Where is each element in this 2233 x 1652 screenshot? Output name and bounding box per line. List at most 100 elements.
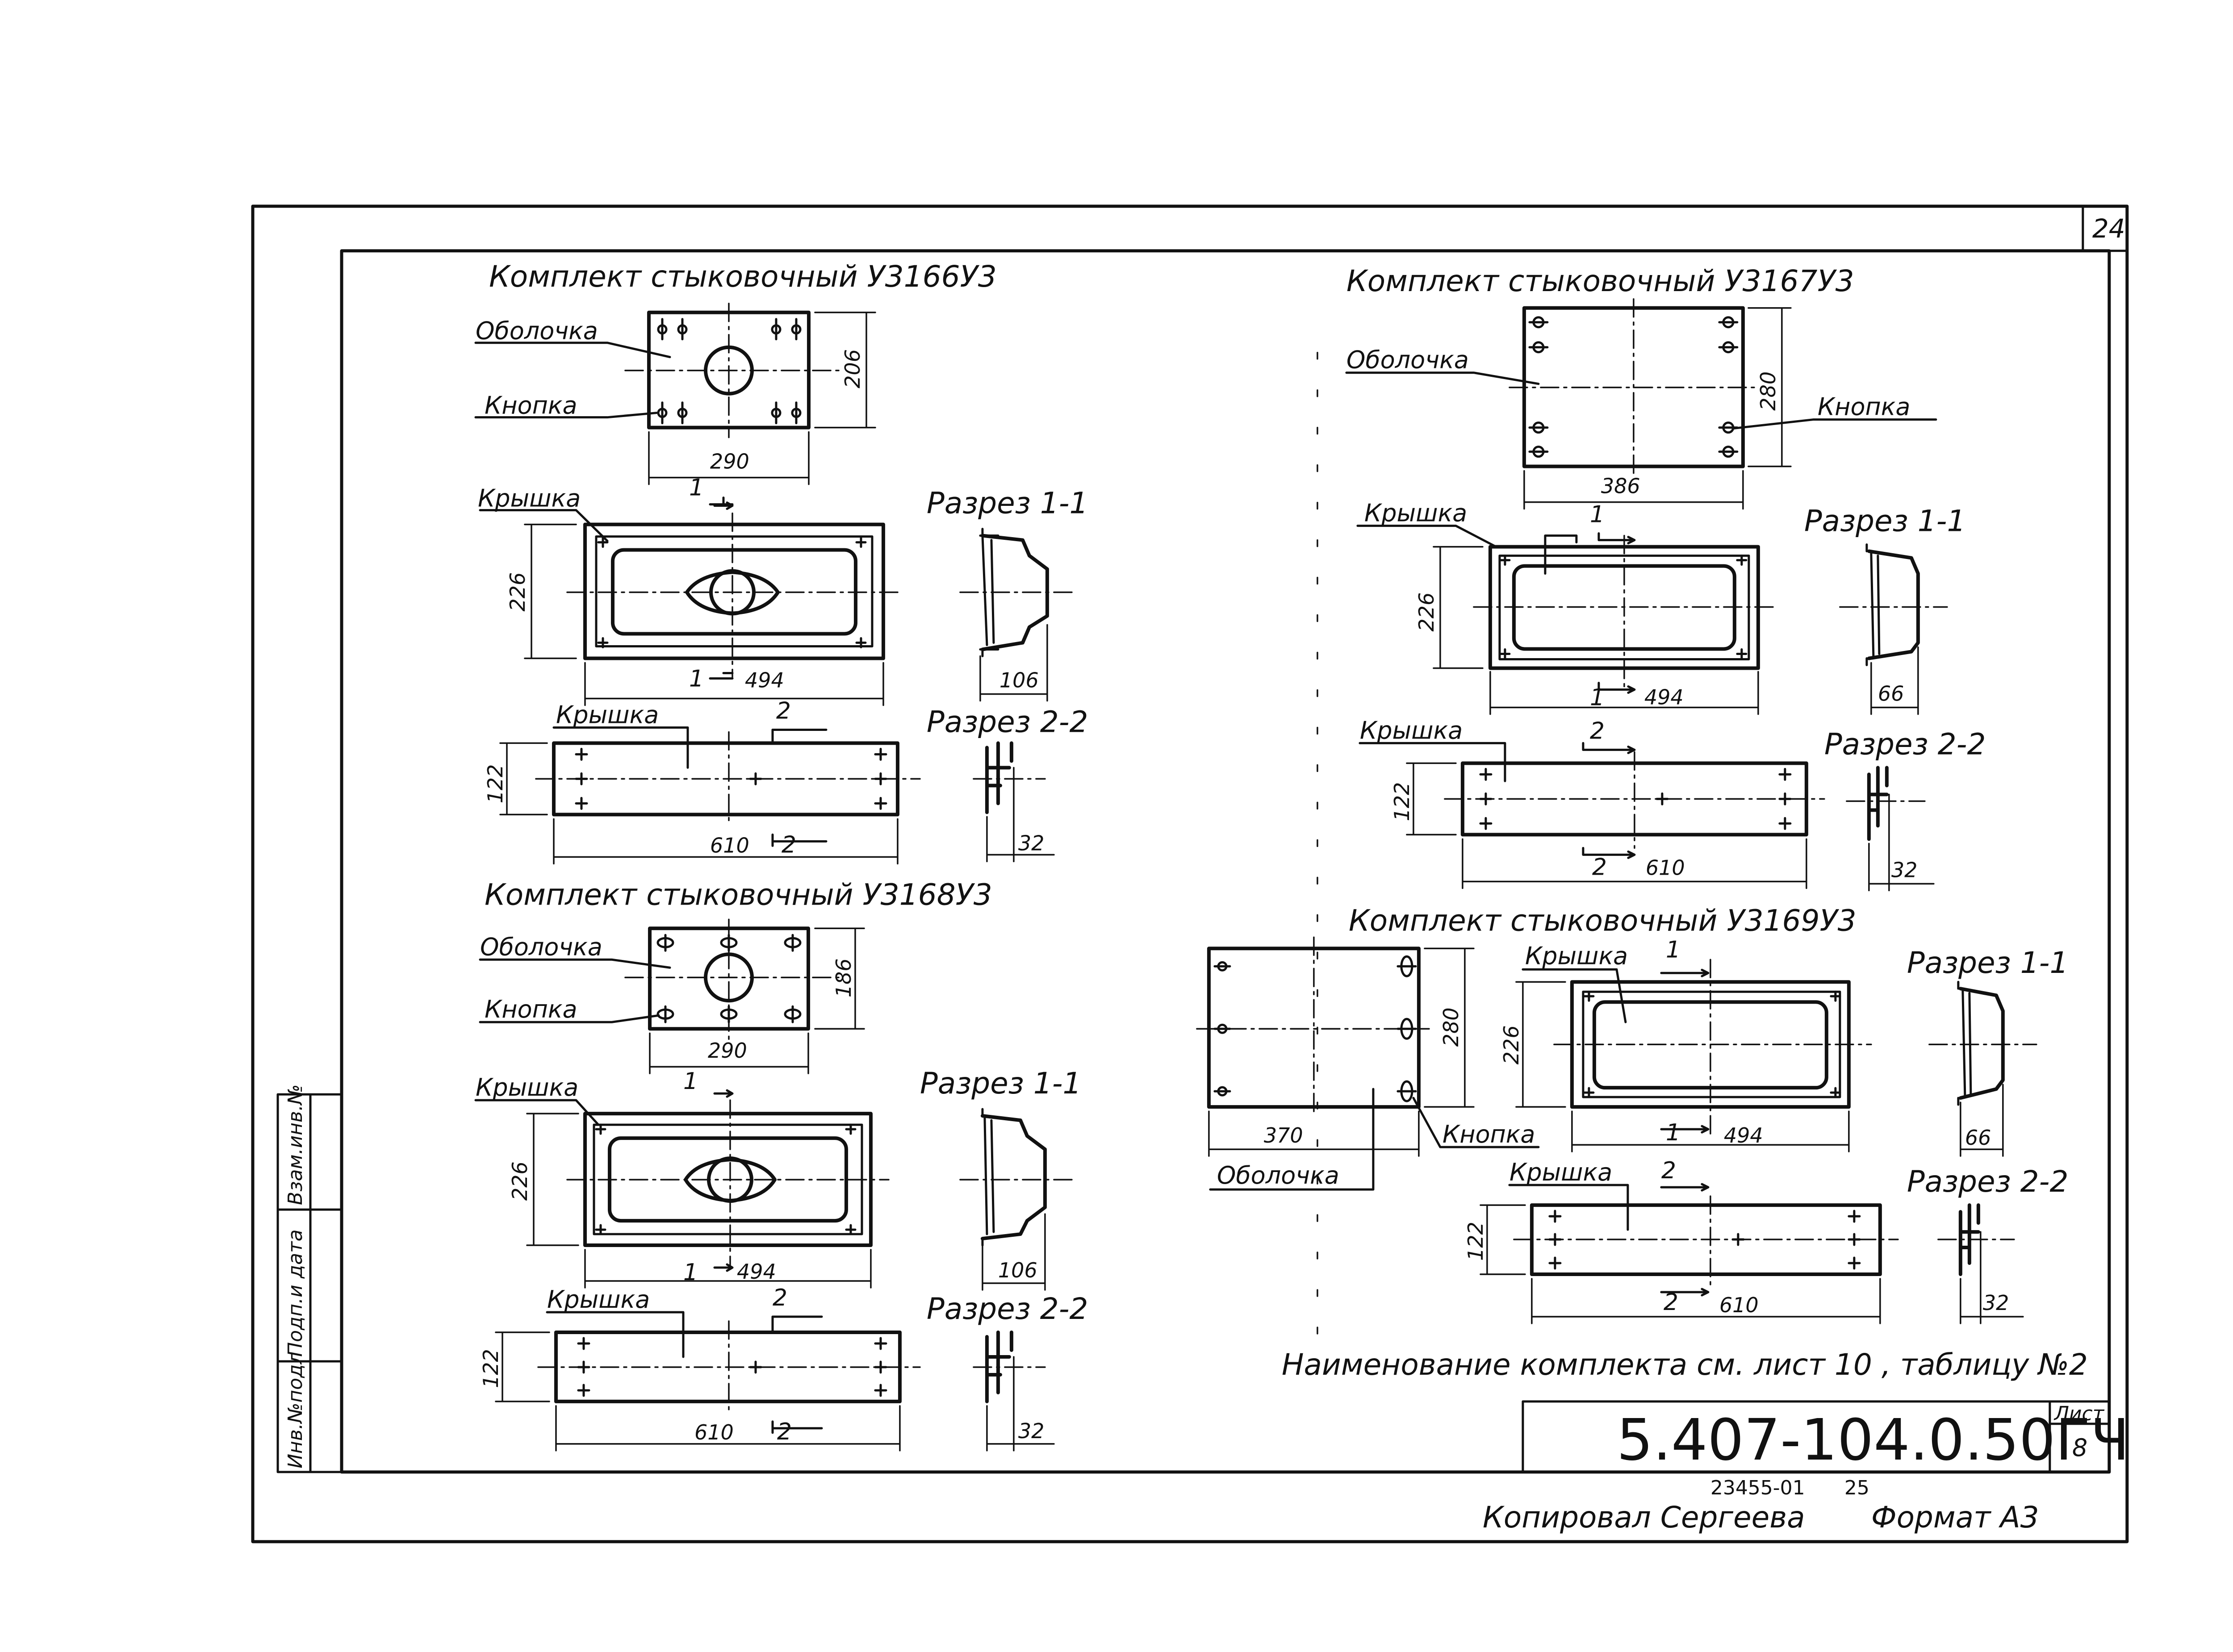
section-2-title: Разрез 2-2	[1907, 1164, 2069, 1199]
cut-2-top: 2	[1661, 1157, 1676, 1184]
section-2-depth: 32	[1018, 1419, 1045, 1443]
strip-u3167: Крышка 2 2 610 122	[1359, 716, 1825, 889]
section-2-2-u3167: Разрез 2-2 32	[1824, 727, 1986, 892]
shell-plate-u3168: Оболочка Кнопка 290 186	[479, 918, 865, 1074]
strip-u3166: Крышка 2 2 610 122	[483, 697, 921, 865]
sheet-number-box	[2082, 205, 2128, 252]
kit-title-u3169: Комплект стыковочный У3169У3	[1349, 903, 1857, 938]
plate-width: 290	[708, 1039, 747, 1063]
section-1-depth: 66	[1965, 1126, 1991, 1150]
cut-1-top: 1	[1666, 936, 1681, 963]
cover-label: Крышка	[476, 1073, 578, 1101]
cover-height: 226	[1499, 1025, 1523, 1064]
section-2-title: Разрез 2-2	[1824, 727, 1986, 761]
kit-title-u3167: Комплект стыковочный У3167У3	[1346, 264, 1854, 298]
cut-1-top: 1	[683, 1068, 698, 1095]
cover-width: 494	[745, 668, 784, 692]
section-1-1-u3167: Разрез 1-1 66	[1804, 504, 1966, 715]
archive-sheet: 25	[1844, 1477, 1869, 1499]
shell-label: Оболочка	[480, 933, 602, 961]
plate-height: 280	[1439, 1007, 1463, 1047]
section-1-1-u3168: Разрез 1-1 106	[920, 1066, 1082, 1291]
cover-u3167: Крышка 1 1 494 226	[1356, 499, 1778, 715]
shell-plate-u3166: Оболочка Кнопка 290 206	[474, 303, 876, 485]
cover-height: 226	[508, 1161, 532, 1201]
section-1-title: Разрез 1-1	[1804, 504, 1966, 538]
strip-width: 610	[710, 833, 749, 857]
strip-cover-label: Крышка	[1510, 1158, 1612, 1186]
button-label: Кнопка	[485, 392, 577, 420]
cover-u3169: Крышка 1 1 494 226	[1499, 936, 1872, 1152]
section-1-depth: 106	[998, 1258, 1037, 1282]
section-2-2-u3168: Разрез 2-2 32	[927, 1292, 1088, 1452]
section-1-1-u3169: Разрез 1-1 66	[1907, 946, 2069, 1157]
section-1-title: Разрез 1-1	[927, 486, 1088, 521]
cover-label: Крышка	[478, 484, 581, 513]
plate-height: 206	[841, 349, 865, 388]
kit-title-u3166: Комплект стыковочный У3166У3	[489, 259, 997, 294]
section-1-title: Разрез 1-1	[920, 1066, 1082, 1101]
cover-u3168: Крышка 1 1 494 226	[474, 1068, 890, 1289]
document-code: 5.407-104.0.50ГЧ	[1617, 1407, 2129, 1473]
strip-height: 122	[1464, 1222, 1488, 1261]
strip-height: 122	[1390, 782, 1414, 822]
cut-1-top: 1	[1590, 501, 1605, 528]
cover-height: 226	[506, 572, 530, 612]
kit-u3166: Комплект стыковочный У3166У3 Оболочка Кн…	[474, 259, 1088, 865]
strip-height: 122	[479, 1349, 503, 1388]
list-number: 8	[2072, 1434, 2087, 1462]
strip-u3168: Крышка 2 2 610 122	[479, 1285, 921, 1452]
section-2-2-u3166: Разрез 2-2 32	[927, 705, 1088, 863]
stamp-sign-date: Подп.и дата	[284, 1229, 307, 1357]
cut-1-top: 1	[689, 475, 704, 501]
cut-1-bottom: 1	[689, 665, 704, 692]
strip-width: 610	[1646, 855, 1685, 880]
strip-cover-label: Крышка	[556, 701, 659, 729]
cut-2-bottom: 2	[1592, 854, 1607, 880]
section-2-depth: 32	[1018, 831, 1045, 855]
cut-1-bottom: 1	[1590, 684, 1605, 711]
section-2-title: Разрез 2-2	[927, 1292, 1088, 1326]
plate-width: 290	[710, 450, 749, 474]
cut-2-top: 2	[776, 697, 791, 724]
cut-2-top: 2	[1590, 718, 1605, 744]
title-block: 5.407-104.0.50ГЧ Лист 8	[1522, 1400, 2129, 1473]
cover-width: 494	[1644, 685, 1684, 709]
section-2-2-u3169: Разрез 2-2 32	[1907, 1164, 2069, 1324]
cut-1-bottom: 1	[683, 1259, 698, 1286]
plate-height: 186	[832, 958, 856, 997]
shell-label: Оболочка	[1346, 346, 1469, 374]
kit-u3169: Комплект стыковочный У3169У3 Оболочка Кн…	[1196, 903, 2069, 1324]
plate-height: 280	[1756, 371, 1780, 411]
cover-width: 494	[737, 1260, 776, 1284]
kit-u3168: Комплект стыковочный У3168У3 Оболочка Кн…	[474, 877, 1088, 1452]
side-stamp: Инв.№подл Подп.и дата Взам.инв.№	[276, 1084, 343, 1473]
sheet-format: Формат А3	[1871, 1500, 2039, 1535]
cover-height: 226	[1414, 592, 1438, 632]
shell-plate-u3167: Оболочка Кнопка 386 280	[1345, 298, 1937, 510]
cut-2-bottom: 2	[782, 831, 796, 858]
button-label: Кнопка	[1818, 393, 1911, 421]
strip-cover-label: Крышка	[547, 1285, 650, 1314]
cover-u3166: Крышка 1 1 494 226	[478, 475, 899, 706]
sheet-frame: 24 Инв.№подл Подп.и дата Взам.инв.№ 5.40…	[251, 204, 2129, 1544]
shell-label: Оболочка	[476, 317, 598, 345]
stamp-inv-orig: Инв.№подл	[284, 1352, 307, 1468]
section-1-1-u3166: Разрез 1-1 106	[927, 486, 1088, 702]
cover-label: Крышка	[1364, 499, 1467, 527]
section-2-depth: 32	[1983, 1291, 2009, 1315]
shell-plate-u3169: Оболочка Кнопка 370 280	[1196, 936, 1540, 1191]
section-1-title: Разрез 1-1	[1907, 946, 2069, 980]
section-1-depth: 66	[1878, 681, 1904, 705]
plate-width: 386	[1601, 474, 1640, 498]
archive-number: 23455-01	[1710, 1477, 1805, 1499]
cover-label: Крышка	[1525, 942, 1628, 970]
outer-border	[251, 204, 2129, 1544]
sheet-number: 24	[2092, 213, 2125, 244]
strip-u3169: Крышка 2 2 610 122	[1464, 1157, 1899, 1324]
cover-width: 494	[1724, 1123, 1763, 1147]
strip-width: 610	[694, 1420, 734, 1444]
list-label: Лист	[2053, 1402, 2105, 1425]
strip-height: 122	[483, 764, 507, 804]
